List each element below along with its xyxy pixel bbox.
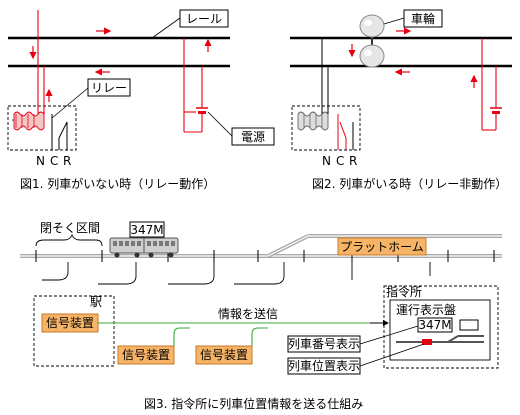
relay-box [291,105,361,151]
figure-1-caption: 図1. 列車がいない時（リレー動作） [20,176,215,191]
contact-lever [58,121,68,139]
feeder-lines [42,262,431,285]
wheel-label-box [403,9,443,28]
station-label: 駅 [90,295,102,309]
train-icon [109,237,179,258]
contact-label-r: R [349,154,357,168]
rail-label-box [179,9,229,28]
rail-label-leader [151,17,181,39]
contact-lever [339,121,347,139]
battery-icon [490,107,502,114]
figure-3: 閉そく区間 347M プラットホーム [20,221,502,411]
panel-blank-box [459,319,479,331]
panel-track-branch [447,335,459,343]
signal-device-3 [195,345,253,365]
send-label: 情報を送信 [218,306,278,321]
platform-label: プラットホーム [340,240,424,254]
relay-coil-icon [297,111,329,131]
signal-device-label: 信号装置 [122,348,170,362]
figure-3-caption: 図3. 指令所に列車位置情報を送る仕組み [144,396,363,411]
battery-icon [196,107,208,114]
power-label-leader [207,111,233,137]
figure-2-caption: 図2. 列車がいる時（リレー非動作） [312,176,507,191]
train-number-display-label: 列車番号表示 [288,337,360,351]
block-label: 閉そく区間 [40,221,100,235]
signal-device-2 [117,345,175,365]
relay-coil-icon [12,111,45,131]
power-label: 電源 [241,130,265,144]
operation-panel-label: 運行表示盤 [396,303,456,317]
station-box [33,295,115,367]
command-center-box [383,285,499,369]
branch-track [267,235,309,257]
figure-1: レール N C R リレー [7,9,275,191]
transmission-lines [98,322,386,346]
platform-label-box [337,237,427,256]
relay-label: リレー [91,81,127,95]
contact-label-c: C [336,154,344,168]
wheel-label-leader [383,17,405,25]
train-number: 347M [130,223,163,237]
wheel-icon [359,14,385,68]
relay-box [7,105,77,151]
train-position-display-label: 列車位置表示 [288,358,360,373]
relay-label-leader [51,87,89,119]
wheel-label: 車輪 [411,11,435,26]
block-brace [35,233,103,247]
panel-train-number: 347M [418,318,451,332]
train-number-display-leader [359,325,419,345]
power-label-box [231,127,275,146]
train-number-box [129,221,165,238]
contact-label-n: N [36,154,45,168]
command-center-label: 指令所 [386,284,422,299]
figure-2: 車輪 N C R 図2 [290,9,512,191]
rail-label: レール [186,12,222,26]
contact-label-r: R [63,154,71,168]
contact-label-c: C [50,154,58,168]
train-position-display-leader [359,343,425,367]
signal-device-label: 信号装置 [46,316,94,330]
panel-train-position [422,339,432,345]
relay-label-box [87,78,131,97]
panel-train-number-box [417,317,453,333]
contact-label-n: N [322,154,331,168]
signal-device-label: 信号装置 [200,348,248,362]
